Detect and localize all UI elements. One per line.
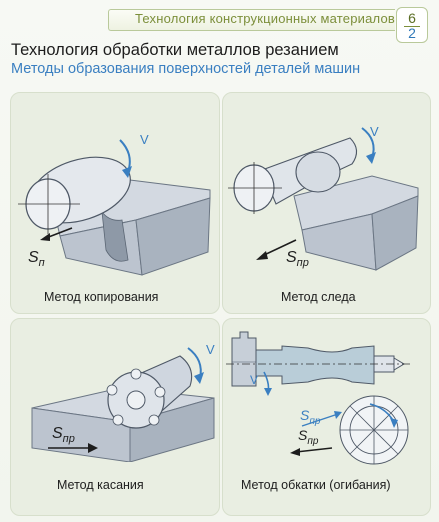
caption-copying: Метод копирования (44, 290, 159, 304)
speed-label: V (250, 373, 258, 387)
speed-label: V (370, 124, 379, 139)
cutter-flute (106, 384, 118, 396)
cutter-flute (112, 414, 124, 426)
feed-arrow-head (256, 251, 268, 260)
feed-arrow-blue-line (301, 413, 339, 427)
contact-method-diagram: V Sпр (31, 342, 215, 462)
feed-label-blue: Sпр (300, 407, 321, 427)
tool-spoke (349, 405, 399, 455)
header-bar (108, 9, 395, 31)
feed-label: Sпр (52, 425, 75, 445)
rotation-arrow-head (366, 152, 376, 164)
series-title: Технология конструкционных материалов (134, 11, 395, 26)
trace-method-diagram: V Sпр (228, 124, 419, 271)
page-number-divider (404, 26, 420, 27)
trace-tool-head (295, 151, 341, 193)
page-subtitle: Методы образования поверхностей деталей … (11, 61, 361, 77)
caption-contact: Метод касания (57, 478, 144, 492)
feed-label: Sпр (286, 249, 309, 269)
feed-label-black: Sпр (298, 427, 319, 447)
feed-arrow-line (261, 239, 297, 257)
page-title: Технология обработки металлов резанием (11, 41, 339, 59)
page-number-top: 6 (408, 10, 416, 26)
workpiece-side (371, 195, 419, 271)
contact-cutter-bore (126, 390, 146, 410)
feed-arrow-black-line (295, 447, 333, 453)
feed-arrow-blue-head (334, 411, 342, 419)
cutter-flute (148, 414, 160, 426)
feed-arrow-head (40, 233, 50, 241)
feed-arrow-black-head (290, 448, 300, 456)
caption-rolling: Метод обкатки (огибания) (241, 478, 391, 492)
copying-method-diagram: V Sп (18, 132, 211, 276)
speed-label: V (206, 342, 215, 357)
rolling-method-diagram: V Sпр Sпр (226, 331, 412, 465)
cutter-flute (130, 368, 142, 380)
workpiece-rotation-arrow-head (264, 388, 272, 396)
speed-label: V (140, 132, 149, 147)
feed-arrow-head (88, 443, 98, 453)
rolling-workpiece (255, 345, 375, 385)
workpiece-side (135, 197, 211, 276)
chuck-jaws (231, 331, 257, 387)
tool-rotation-arrow-head (390, 418, 398, 428)
feed-arrow-line (45, 227, 73, 239)
copied-groove (101, 210, 129, 262)
rotation-arrow-head (194, 372, 204, 384)
page-number-bottom: 2 (408, 25, 416, 41)
workpiece-side (129, 397, 215, 462)
cutter-flute (154, 386, 166, 398)
caption-trace: Метод следа (281, 290, 356, 304)
rotation-arrow-head (122, 166, 132, 178)
feed-label: Sп (28, 249, 45, 269)
page-number-badge: 6 2 (396, 7, 428, 43)
